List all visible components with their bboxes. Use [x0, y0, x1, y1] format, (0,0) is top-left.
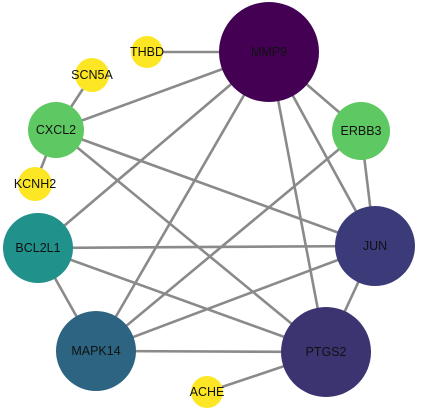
node-circle-mmp9 — [219, 2, 319, 102]
node-label-kcnh2: KCNH2 — [14, 177, 56, 191]
node-label-thbd: THBD — [130, 45, 164, 59]
node-mmp9: MMP9 — [219, 2, 319, 102]
node-label-mmp9: MMP9 — [251, 45, 287, 59]
node-label-ache: ACHE — [190, 385, 225, 399]
node-ptgs2: PTGS2 — [281, 307, 371, 397]
node-jun: JUN — [335, 206, 415, 286]
node-erbb3: ERBB3 — [332, 102, 390, 160]
node-circle-erbb3 — [332, 102, 390, 160]
node-label-erbb3: ERBB3 — [341, 124, 382, 138]
node-label-mapk14: MAPK14 — [71, 344, 120, 358]
edge-mmp9-bcl2l1 — [36, 50, 271, 250]
edge-mmp9-mapk14 — [94, 50, 271, 353]
node-label-cxcl2: CXCL2 — [36, 123, 76, 137]
node-label-scn5a: SCN5A — [71, 68, 113, 82]
edge-bcl2l1-jun — [36, 244, 377, 250]
node-circle-jun — [335, 206, 415, 286]
node-cxcl2: CXCL2 — [28, 102, 84, 158]
node-scn5a: SCN5A — [71, 58, 113, 92]
node-bcl2l1: BCL2L1 — [3, 213, 73, 283]
node-circle-cxcl2 — [28, 102, 84, 158]
node-thbd: THBD — [130, 36, 164, 68]
node-circle-thbd — [131, 36, 163, 68]
node-circle-mapk14 — [56, 311, 136, 391]
edge-cxcl2-jun — [54, 128, 377, 248]
edge-cxcl2-ptgs2 — [54, 128, 328, 354]
node-circle-ache — [191, 376, 223, 408]
node-mapk14: MAPK14 — [56, 311, 136, 391]
edge-mmp9-ptgs2 — [267, 50, 328, 354]
edge-erbb3-mapk14 — [94, 129, 363, 353]
edge-bcl2l1-ptgs2 — [36, 246, 328, 354]
node-circle-bcl2l1 — [3, 213, 73, 283]
node-label-jun: JUN — [363, 239, 387, 253]
node-label-bcl2l1: BCL2L1 — [15, 241, 60, 255]
node-kcnh2: KCNH2 — [14, 167, 56, 201]
node-ache: ACHE — [190, 376, 225, 408]
node-circle-scn5a — [75, 58, 109, 92]
node-label-ptgs2: PTGS2 — [306, 345, 347, 359]
node-circle-kcnh2 — [18, 167, 52, 201]
node-circle-ptgs2 — [281, 307, 371, 397]
edge-jun-mapk14 — [94, 244, 377, 353]
